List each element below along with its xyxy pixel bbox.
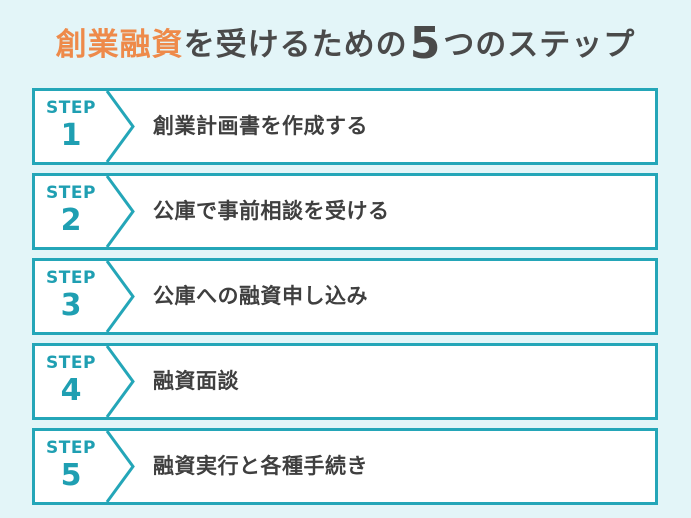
step-word: STEP [46, 183, 96, 203]
step-badge: STEP 4 [35, 346, 107, 417]
step-word: STEP [46, 353, 96, 373]
step-item-3: STEP 3 公庫への融資申し込み [32, 258, 658, 335]
step-word: STEP [46, 268, 96, 288]
step-item-5: STEP 5 融資実行と各種手続き [32, 428, 658, 505]
step-chevron-divider [105, 346, 135, 417]
step-badge: STEP 3 [35, 261, 107, 332]
page-title: 創業融資を受けるための5つのステップ [0, 22, 691, 67]
title-accent: 創業融資 [55, 27, 184, 63]
step-badge: STEP 1 [35, 91, 107, 162]
step-item-2: STEP 2 公庫で事前相談を受ける [32, 173, 658, 250]
step-chevron-divider [105, 176, 135, 247]
step-label: 創業計画書を作成する [153, 114, 368, 138]
step-badge: STEP 2 [35, 176, 107, 247]
steps-list: STEP 1 創業計画書を作成する STEP 2 公庫で事前相談を受ける STE… [32, 88, 658, 513]
step-item-4: STEP 4 融資面談 [32, 343, 658, 420]
step-chevron-divider [105, 261, 135, 332]
step-number: 1 [60, 118, 82, 153]
step-label: 融資面談 [153, 369, 239, 393]
step-chevron-divider [105, 431, 135, 502]
step-word: STEP [46, 438, 96, 458]
step-chevron-divider [105, 91, 135, 162]
step-label: 融資実行と各種手続き [153, 454, 368, 478]
step-number: 4 [60, 373, 82, 408]
step-badge: STEP 5 [35, 431, 107, 502]
step-label: 公庫で事前相談を受ける [153, 199, 390, 223]
step-number: 3 [60, 288, 82, 323]
title-end: つのステップ [443, 27, 636, 63]
step-number: 2 [60, 203, 82, 238]
step-item-1: STEP 1 創業計画書を作成する [32, 88, 658, 165]
step-word: STEP [46, 98, 96, 118]
step-number: 5 [60, 458, 82, 493]
step-label: 公庫への融資申し込み [153, 284, 368, 308]
title-middle: を受けるための [183, 27, 408, 63]
title-number: 5 [409, 18, 442, 69]
